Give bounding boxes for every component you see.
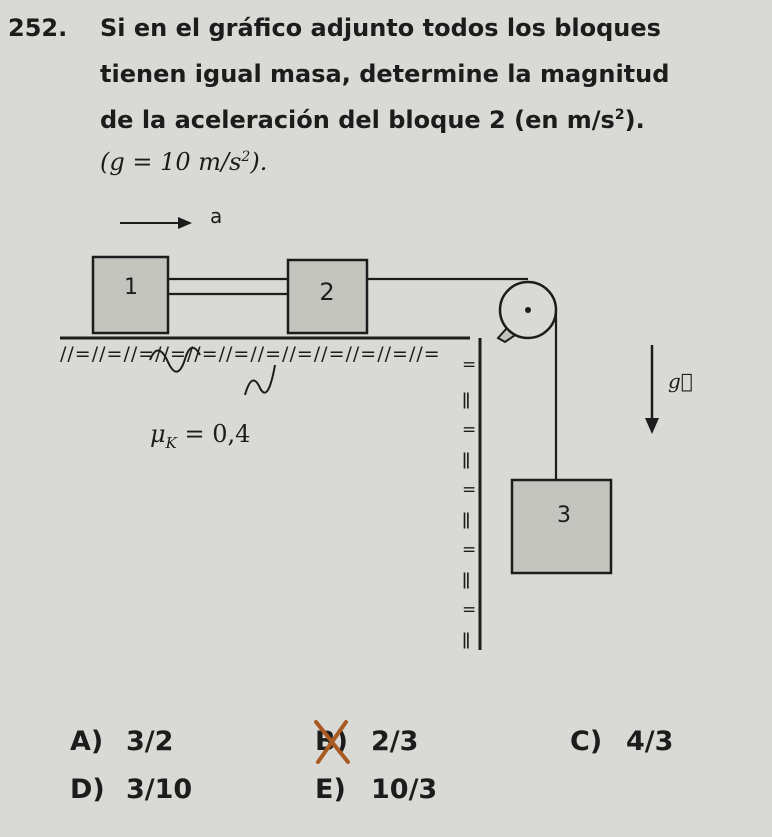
option-b[interactable]: B)2/3	[315, 726, 418, 757]
acceleration-label: a	[210, 204, 222, 228]
gravity-label: g⃗	[668, 369, 693, 393]
question-text-line-1: Si en el gráfico adjunto todos los bloqu…	[100, 14, 661, 42]
option-d[interactable]: D) 3/10	[70, 774, 192, 805]
svg-text:ǁ: ǁ	[462, 570, 470, 590]
block-1-label: 1	[124, 275, 138, 300]
svg-text:ǁ: ǁ	[462, 390, 470, 410]
line4-exponent: 2	[241, 149, 251, 165]
line3-prefix: de la aceleración del bloque 2 (en m/s	[100, 106, 615, 134]
svg-text:=: =	[462, 600, 476, 620]
option-d-letter: D)	[70, 774, 105, 805]
svg-text:=: =	[462, 480, 476, 500]
option-e[interactable]: E) 10/3	[315, 774, 437, 805]
option-a-value: 3/2	[126, 726, 174, 757]
question-text-line-4: (g = 10 m/s2).	[100, 148, 267, 176]
option-c[interactable]: C) 4/3	[570, 726, 673, 757]
line3-suffix: ).	[624, 106, 645, 134]
friction-annotation: μK = 0,4	[149, 346, 276, 452]
gravity-arrow: g⃗	[645, 345, 693, 434]
option-e-value: 10/3	[371, 774, 438, 805]
friction-subscript: K	[165, 434, 178, 452]
option-b-value: 2/3	[371, 726, 419, 757]
question-text-line-3: de la aceleración del bloque 2 (en m/s2)…	[100, 106, 645, 134]
svg-text:ǁ: ǁ	[462, 510, 470, 530]
svg-text:ǁ: ǁ	[462, 450, 470, 470]
friction-symbol: μ	[150, 420, 166, 448]
option-a[interactable]: A) 3/2	[70, 726, 173, 757]
option-c-value: 4/3	[626, 726, 674, 757]
block-2-label: 2	[319, 278, 334, 306]
svg-text:ǁ: ǁ	[462, 630, 470, 650]
option-d-value: 3/10	[126, 774, 193, 805]
block-1: 1	[91, 255, 170, 335]
block-3: 3	[510, 478, 613, 575]
pulley-diagram: a 1 2 //=//=//=//=//=//=//=//=//=//=//=/…	[60, 204, 693, 650]
question-number: 252.	[8, 14, 68, 42]
svg-text://=//=//=//=//=//=//=//=//=//=: //=//=//=//=//=//=//=//=//=//=//=//=	[60, 343, 441, 365]
svg-text:=: =	[462, 355, 476, 375]
table-surface: //=//=//=//=//=//=//=//=//=//=//=//=	[60, 336, 470, 365]
line3-exponent: 2	[614, 107, 625, 123]
friction-squiggle-right	[244, 364, 276, 396]
line4-prefix: (g = 10 m/s	[100, 148, 242, 176]
answer-cross-mark-icon	[314, 720, 350, 764]
friction-value: = 0,4	[177, 420, 251, 448]
ropes	[168, 277, 558, 480]
svg-text:=: =	[462, 420, 476, 440]
line4-suffix: ).	[250, 148, 268, 176]
option-c-letter: C)	[570, 726, 603, 757]
block-3-label: 3	[557, 503, 571, 528]
option-e-letter: E)	[315, 774, 346, 805]
pulley	[498, 280, 558, 340]
option-a-letter: A)	[70, 726, 104, 757]
acceleration-arrow: a	[120, 204, 222, 229]
block-2: 2	[286, 258, 369, 335]
friction-squiggle-left	[149, 346, 201, 373]
question-text-line-2: tienen igual masa, determine la magnitud	[100, 60, 670, 88]
svg-text:=: =	[462, 540, 476, 560]
answer-options: A) 3/2 B)2/3 C) 4/3 D) 3/10 E) 10/3	[0, 720, 772, 830]
svg-text:μK = 0,4: μK = 0,4	[150, 420, 250, 452]
vertical-wall: = ǁ = ǁ = ǁ = ǁ = ǁ	[462, 338, 482, 650]
